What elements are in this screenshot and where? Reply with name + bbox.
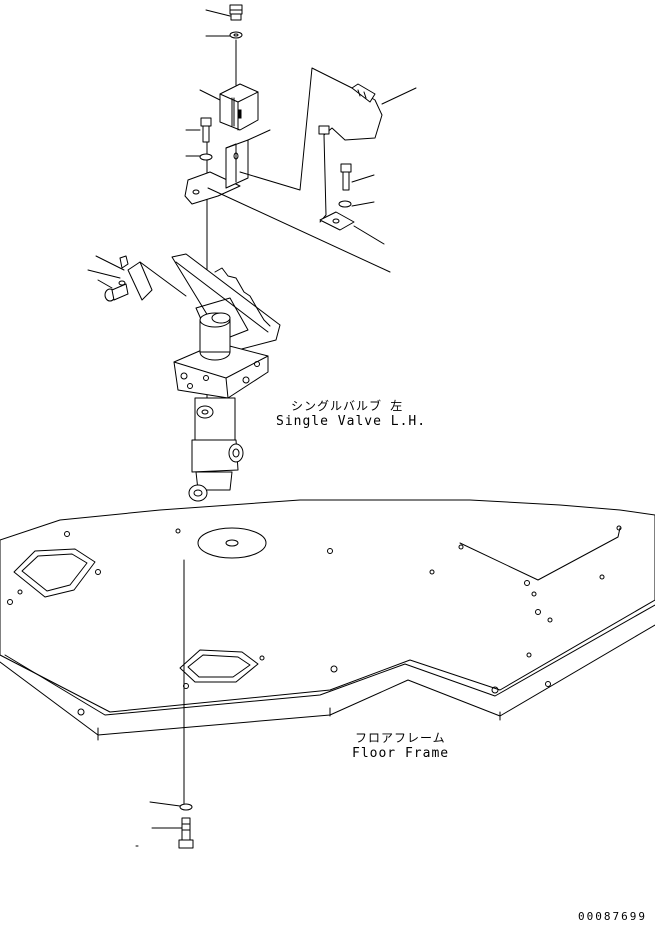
valve-label-jp: シングルバルブ 左: [291, 399, 404, 413]
floor-frame: [0, 499, 655, 741]
harness-clamp: [319, 211, 355, 231]
bottom-washer: [179, 803, 193, 811]
bracket-bolt: [200, 117, 212, 143]
frame-label-jp: フロアフレーム: [355, 731, 446, 745]
valve-label-en: Single Valve L.H.: [276, 414, 427, 429]
cover-disc: [197, 527, 267, 559]
top-bolt: [229, 4, 243, 21]
frame-label-en: Floor Frame: [352, 746, 450, 761]
bottom-bolt: [178, 817, 194, 849]
harness-clamp-washer: [338, 200, 352, 208]
mounting-bracket: [184, 139, 249, 205]
leader-lines: [87, 9, 417, 847]
sensor-connector: [351, 83, 376, 103]
side-bolt: [104, 280, 129, 302]
harness-clamp-bolt: [340, 163, 352, 191]
single-valve-body: [173, 312, 269, 502]
top-washer: [229, 31, 243, 39]
wiring-harness: [207, 67, 391, 273]
drawing-code: 00087699: [578, 910, 647, 923]
side-cover: [119, 255, 187, 301]
bracket-washer: [199, 153, 213, 161]
solenoid-block: [219, 83, 259, 131]
